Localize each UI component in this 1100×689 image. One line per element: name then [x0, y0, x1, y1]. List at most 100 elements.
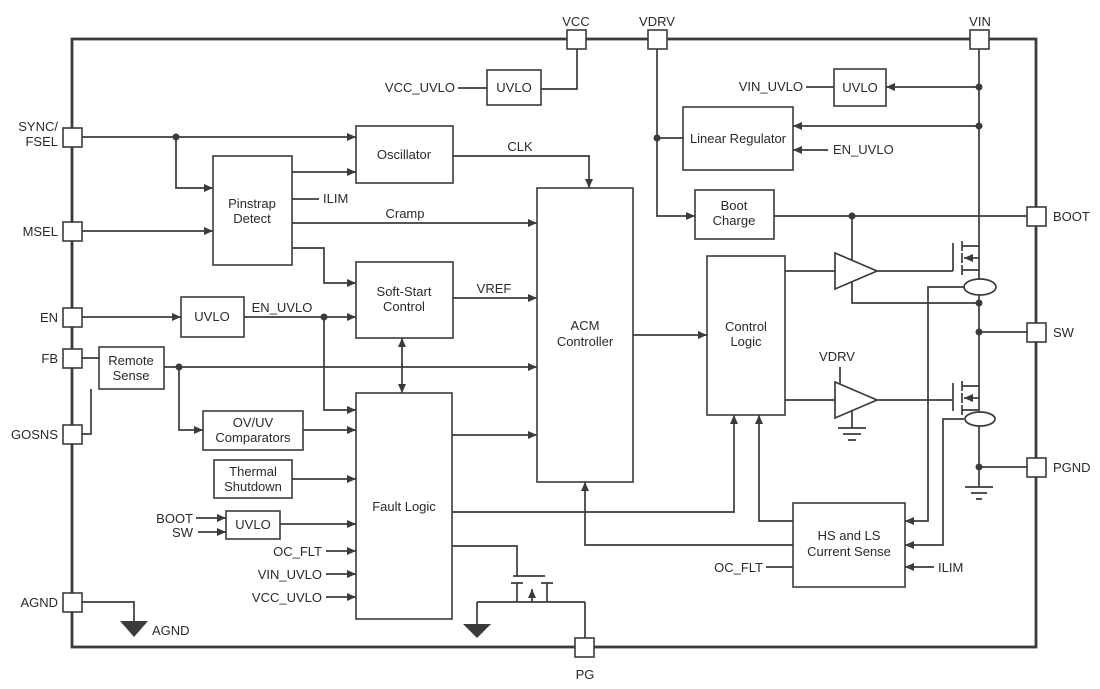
signal-en-uvlo-left: EN_UVLO	[252, 300, 313, 315]
pin-label-msel: MSEL	[23, 224, 58, 239]
pinstrap-label-1: Pinstrap	[228, 196, 276, 211]
boot-charge-label-2: Charge	[713, 213, 756, 228]
signal-vcc-uvlo-top: VCC_UVLO	[385, 80, 455, 95]
remote-sense-label-1: Remote	[108, 353, 154, 368]
pin-label-gosns: GOSNS	[11, 427, 58, 442]
acm-label-1: ACM	[571, 318, 600, 333]
pin-label-vin: VIN	[969, 14, 991, 29]
signal-labels: VCC_UVLO VIN_UVLO EN_UVLO CLK ILIM Cramp…	[152, 79, 963, 638]
pin-sync-fsel	[62, 127, 83, 148]
wire-sense-to-acm	[581, 482, 793, 546]
signal-ilim-hsls: ILIM	[938, 560, 963, 575]
hs-gate-driver-icon	[834, 251, 880, 291]
thermal-label-2: Shutdown	[224, 479, 282, 494]
linear-regulator-label: Linear Regulator	[690, 131, 787, 146]
signal-clk: CLK	[507, 139, 533, 154]
uvlo-bootsw-label: UVLO	[235, 517, 270, 532]
pin-label-vdrv: VDRV	[639, 14, 675, 29]
block-uvlo-en	[180, 296, 245, 338]
ls-gate-driver-icon	[834, 380, 880, 420]
block-oscillator	[355, 125, 454, 184]
pin-label-en: EN	[40, 310, 58, 325]
wire-ls-sense-tap	[905, 418, 964, 549]
wire-pinstrap-to-softstart	[292, 247, 356, 287]
pin-label-pgnd: PGND	[1053, 460, 1091, 475]
control-logic-label-2: Logic	[730, 334, 762, 349]
wire-enuvlo-to-fault	[323, 317, 356, 414]
signal-sw-uvlo: SW	[172, 525, 194, 540]
pin-en	[62, 307, 83, 328]
uvlo-en-label: UVLO	[194, 309, 229, 324]
pin-label-pg: PG	[576, 667, 595, 682]
wire-hs-sense-tap	[905, 286, 964, 525]
signal-vdrv-driver: VDRV	[819, 349, 855, 364]
pin-boot	[1026, 206, 1047, 227]
pin-vin	[969, 29, 990, 50]
uvlo-vin-label: UVLO	[842, 80, 877, 95]
wire-clk-to-acm	[453, 155, 593, 188]
pin-msel	[62, 221, 83, 242]
signal-vin-uvlo-top: VIN_UVLO	[739, 79, 803, 94]
wire-agnd-to-ground	[82, 601, 135, 621]
block-uvlo-vin	[833, 68, 887, 107]
acm-label-2: Controller	[557, 334, 614, 349]
block-thermal-shutdown	[213, 459, 293, 499]
boot-charge-label-1: Boot	[721, 198, 748, 213]
wire-sense-to-control	[755, 415, 793, 522]
blocks: UVLO Oscillator Pinstrap Detect Linear R…	[98, 68, 906, 620]
pin-label-sw: SW	[1053, 325, 1075, 340]
signal-cramp: Cramp	[385, 206, 424, 221]
soft-start-label-1: Soft-Start	[377, 284, 432, 299]
signal-vin-uvlo-fault: VIN_UVLO	[258, 567, 322, 582]
block-soft-start	[355, 261, 454, 339]
driver-ground-symbol	[838, 427, 866, 441]
block-acm-controller	[536, 187, 634, 483]
wire-fb-to-ovuv	[178, 367, 203, 434]
wire-gosns-to-remotesense	[82, 389, 92, 435]
block-uvlo-vcc	[486, 69, 542, 106]
pins	[62, 29, 1047, 658]
ic-outline	[70, 37, 1038, 649]
pin-label-boot: BOOT	[1053, 209, 1090, 224]
junction-dots	[172, 83, 983, 471]
pin-pg	[574, 637, 595, 658]
uvlo-vcc-label: UVLO	[496, 80, 531, 95]
pin-vdrv	[647, 29, 668, 50]
pin-labels: VCC VDRV VIN SYNC/ FSEL MSEL EN FB GOSNS…	[11, 14, 1091, 682]
ovuv-label-1: OV/UV	[233, 415, 274, 430]
remote-sense-label-2: Sense	[113, 368, 150, 383]
thermal-label-1: Thermal	[229, 464, 277, 479]
signal-oc-flt-fault: OC_FLT	[273, 544, 322, 559]
signal-oc-flt-hsls: OC_FLT	[714, 560, 763, 575]
block-hsls-current-sense	[792, 502, 906, 588]
pin-fb	[62, 348, 83, 369]
pin-gosns	[62, 424, 83, 445]
pg-ground-icon	[463, 624, 491, 638]
pin-pgnd	[1026, 457, 1047, 478]
pin-label-sync-1: SYNC/	[18, 119, 58, 134]
pg-mosfet-icon	[476, 575, 586, 638]
wire-vdrv-to-bootcharge	[656, 49, 695, 220]
block-boot-charge	[694, 189, 775, 240]
ls-current-sensor-icon	[964, 411, 996, 427]
wire-hs-driver-return	[851, 282, 979, 304]
power-stage	[120, 241, 997, 638]
agnd-ground-icon	[120, 621, 148, 637]
signal-vref: VREF	[477, 281, 512, 296]
fault-logic-label: Fault Logic	[372, 499, 436, 514]
control-logic-label-1: Control	[725, 319, 767, 334]
block-pinstrap-detect	[212, 155, 293, 266]
pin-label-sync-2: FSEL	[25, 134, 58, 149]
block-ovuv-comparators	[202, 410, 304, 451]
hsls-label-1: HS and LS	[818, 528, 881, 543]
pin-vcc	[566, 29, 587, 50]
pin-sw	[1026, 322, 1047, 343]
block-linear-regulator	[682, 106, 794, 171]
wire-fault-to-pg-gate	[452, 545, 518, 576]
pin-agnd	[62, 592, 83, 613]
signal-agnd-ground: AGND	[152, 623, 190, 638]
signal-en-uvlo-linreg: EN_UVLO	[833, 142, 894, 157]
signal-boot-uvlo: BOOT	[156, 511, 193, 526]
block-remote-sense	[98, 346, 165, 390]
